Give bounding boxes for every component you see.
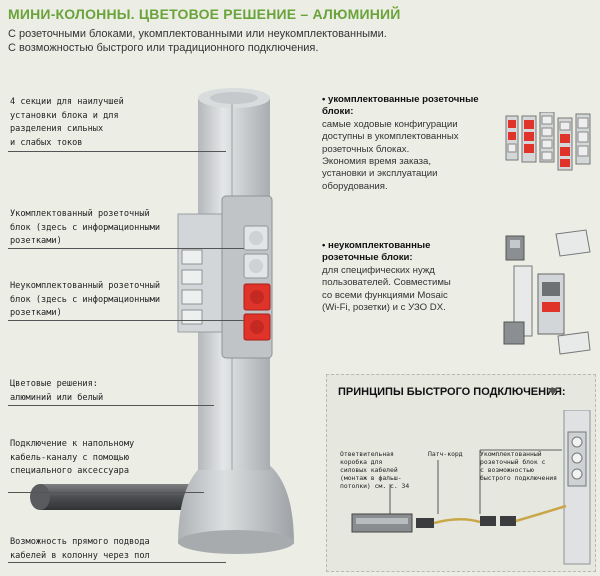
complete-blocks-image: [505, 112, 591, 171]
callout-direct-feed: Возможность прямого подвода кабелей в ко…: [10, 536, 150, 563]
callout-text: алюминий или белый: [10, 392, 104, 403]
junction-box-label: Ответвительная коробка для силовых кабел…: [340, 450, 409, 490]
label-text: коробка для: [340, 458, 383, 466]
label-text: с возможностью: [480, 466, 534, 474]
complete-block-label: Укомплектованный розеточный блок с с воз…: [480, 450, 557, 482]
label-text: Ответвительная: [340, 450, 394, 458]
label-text: силовых кабелей: [340, 466, 398, 474]
feature-heading: • укомплектованные розеточные блоки:: [322, 94, 479, 118]
callout-text: Подключение к напольному: [10, 439, 135, 449]
label-text: (монтаж в фальш-: [340, 474, 402, 482]
callout-text: блок (здесь с информационными: [10, 294, 161, 305]
callout-text: 4 секции для наилучшей: [10, 97, 124, 107]
chevron-down-icon: [548, 388, 558, 395]
quick-connect-diagram: [351, 410, 591, 565]
feature-text: Экономия время заказа,: [322, 156, 431, 168]
page-title: МИНИ-КОЛОННЫ. ЦВЕТОВОЕ РЕШЕНИЕ – АЛЮМИНИ…: [8, 6, 401, 22]
label-text: розеточный блок с: [480, 458, 546, 466]
callout-text: кабель-каналу с помощью: [10, 452, 129, 463]
callout-line: [8, 151, 226, 152]
feature-text: доступны в укомплектованных: [322, 131, 459, 143]
incomplete-blocks-image: [503, 229, 591, 355]
feature-text: установки и эксплуатации: [322, 168, 438, 180]
feature-heading: розеточные блоки:: [322, 252, 413, 264]
callout-line: [8, 492, 204, 493]
feature-text: для специфических нужд: [322, 264, 435, 276]
callout-text: блок (здесь с информационными: [10, 222, 161, 233]
quick-connect-panel: [326, 374, 596, 572]
callout-line: [8, 248, 244, 249]
label-text: Патч-корд: [428, 450, 463, 458]
callout-text: разделения сильных: [10, 124, 104, 135]
page-subtitle: С розеточными блоками, укомплектованными…: [8, 27, 448, 55]
feature-text: со всеми функциями Mosaic: [322, 289, 448, 301]
callout-text: кабелей в колонну через пол: [10, 550, 150, 561]
label-text: быстрого подключения: [480, 474, 557, 482]
callout-text: розетками): [10, 236, 62, 247]
callout-colors: Цветовые решения: алюминий или белый: [10, 378, 103, 405]
feature-text: розеточных блоках.: [322, 143, 410, 155]
feature-complete-blocks: • укомплектованные розеточные блоки: сам…: [322, 94, 502, 193]
feature-heading: • неукомплектованные: [322, 240, 431, 251]
patch-cord-label: Патч-корд: [428, 450, 463, 458]
feature-text: оборудования.: [322, 180, 388, 192]
callout-line: [8, 562, 226, 563]
mini-column-illustration: [30, 88, 294, 554]
callout-complete-block: Укомплектованный розеточный блок (здесь …: [10, 208, 160, 249]
subtitle-line: С розеточными блоками, укомплектованными…: [8, 28, 387, 40]
callout-sections: 4 секции для наилучшей установки блока и…: [10, 96, 124, 150]
callout-text: и слабых токов: [10, 137, 83, 148]
feature-text: пользователей. Совместимы: [322, 277, 451, 289]
callout-text: установки блока и для: [10, 110, 119, 121]
callout-text: розетками): [10, 308, 62, 319]
label-text: потолки) см. с. 34: [340, 482, 410, 490]
callout-incomplete-block: Неукомплектованный розеточный блок (здес…: [10, 280, 160, 321]
callout-line: [8, 320, 244, 321]
quick-connect-title: ПРИНЦИПЫ БЫСТРОГО ПОДКЛЮЧЕНИЯ:: [338, 386, 566, 398]
subtitle-line: С возможностью быстрого или традиционног…: [8, 42, 319, 54]
callout-text: Цветовые решения:: [10, 379, 98, 389]
callout-line: [8, 405, 214, 406]
feature-text: самые ходовые конфигурации: [322, 118, 458, 130]
feature-incomplete-blocks: • неукомплектованные розеточные блоки: д…: [322, 240, 512, 314]
feature-text: (Wi-Fi, розетки) и с УЗО DX.: [322, 302, 446, 314]
callout-text: Возможность прямого подвода: [10, 537, 150, 547]
callout-floor-connection: Подключение к напольному кабель-каналу с…: [10, 438, 134, 479]
label-text: Укомплектованный: [480, 450, 542, 458]
callout-text: Неукомплектованный розеточный: [10, 281, 161, 291]
callout-text: Укомплектованный розеточный: [10, 209, 150, 219]
callout-text: специального аксессуара: [10, 466, 129, 477]
